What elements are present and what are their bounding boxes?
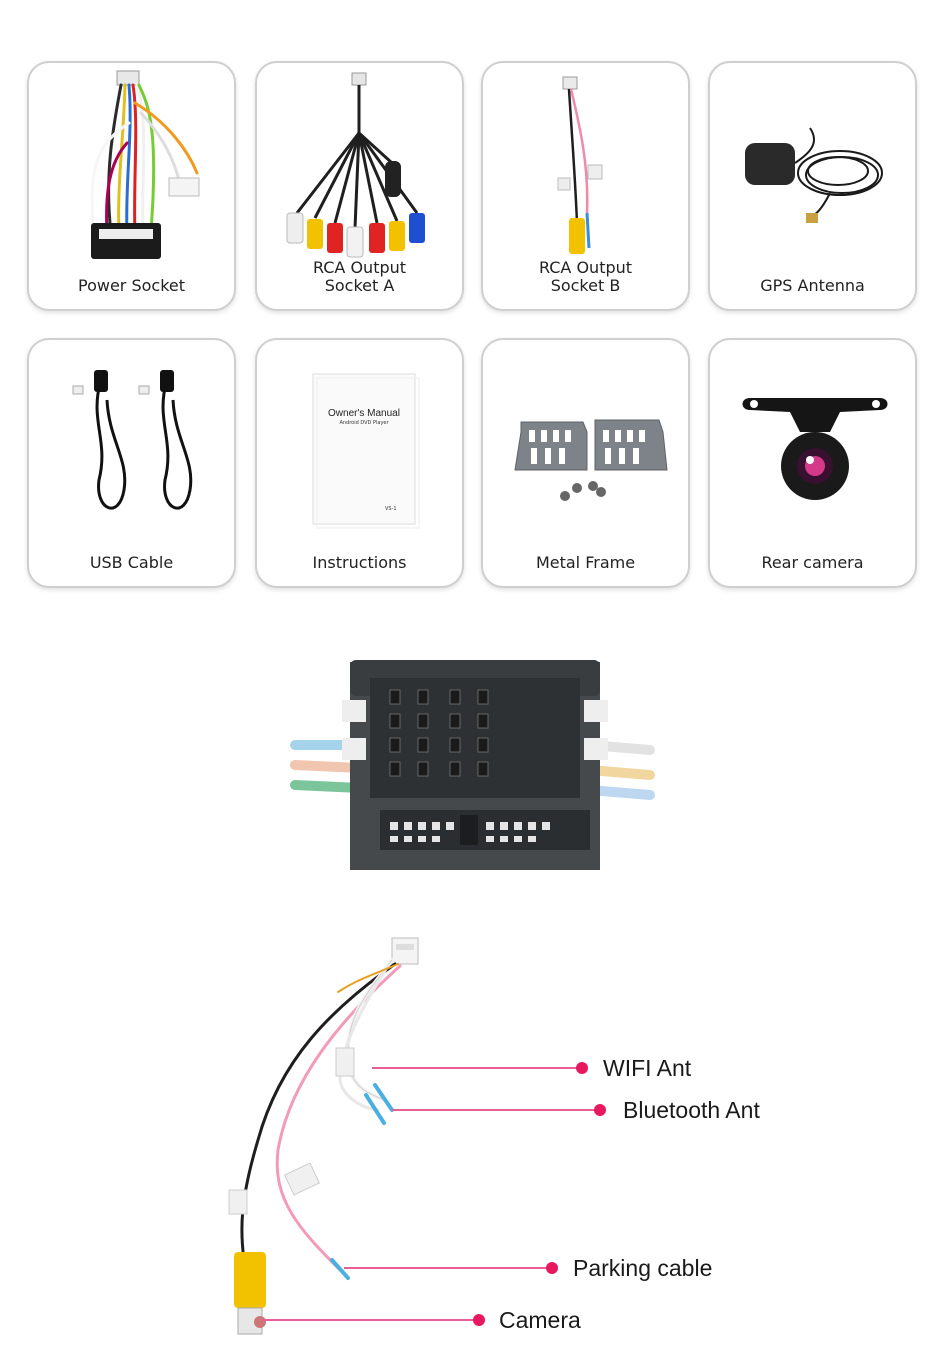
black-cable xyxy=(240,962,397,1262)
callout-line-wifi-ant xyxy=(372,1062,588,1074)
manual-subtitle: Android DVD Player xyxy=(339,420,389,426)
callout-line-bluetooth-ant xyxy=(392,1104,606,1116)
rca-cable-icon xyxy=(286,72,425,258)
cable-plug xyxy=(391,937,419,965)
callout-label-camera: Camera xyxy=(499,1307,581,1333)
accessory-card-gps-antenna[interactable]: GPS Antenna xyxy=(708,61,917,311)
accessory-label: Power Socket xyxy=(77,276,185,295)
callout-line-parking-cable xyxy=(344,1262,558,1274)
iso-connector-image xyxy=(290,660,655,870)
wiring-harness-icon xyxy=(90,70,200,259)
callout-label-parking-cable: Parking cable xyxy=(573,1255,713,1281)
manual-title: Owner's Manual xyxy=(328,408,400,419)
gps-antenna-icon xyxy=(745,127,883,223)
auxiliary-cable-image xyxy=(228,937,606,1335)
connector-contacts xyxy=(390,822,550,842)
accessory-label: USB Cable xyxy=(89,553,174,572)
rca-cable-icon xyxy=(557,76,603,254)
accessory-card-usb-cable[interactable]: USB Cable xyxy=(27,338,236,588)
pink-cable xyxy=(275,964,402,1272)
accessory-label: Instructions xyxy=(312,553,407,572)
usb-cable-icon xyxy=(72,370,193,510)
callout-label-wifi-ant: WIFI Ant xyxy=(603,1055,692,1081)
manual-icon xyxy=(312,373,420,529)
yellow-rca-plug xyxy=(234,1252,266,1308)
accessory-label: Rear camera xyxy=(761,553,864,572)
accessory-card-metal-frame[interactable]: Metal Frame xyxy=(481,338,690,588)
accessory-label: GPS Antenna xyxy=(760,276,865,295)
callout-label-bluetooth-ant: Bluetooth Ant xyxy=(623,1097,760,1123)
accessory-card-rca-output-socket-b[interactable]: RCA Output Socket B xyxy=(481,61,690,311)
camera-icon xyxy=(742,398,888,500)
accessory-card-rca-output-socket-a[interactable]: RCA Output Socket A xyxy=(255,61,464,311)
accessory-label: RCA Output Socket B xyxy=(538,258,633,295)
accessory-card-rear-camera[interactable]: Rear camera xyxy=(708,338,917,588)
accessory-card-power-socket[interactable]: Power Socket xyxy=(27,61,236,311)
orange-wire xyxy=(337,963,399,993)
accessory-label: RCA Output Socket A xyxy=(312,258,407,295)
accessory-card-instructions[interactable]: Owner's Manual Android DVD Player VS-1 I… xyxy=(255,338,464,588)
callout-line-camera xyxy=(262,1314,485,1326)
manual-code: VS-1 xyxy=(385,506,397,512)
bracket-icon xyxy=(514,419,668,501)
connector-pins xyxy=(389,689,489,777)
accessory-label: Metal Frame xyxy=(535,553,636,572)
